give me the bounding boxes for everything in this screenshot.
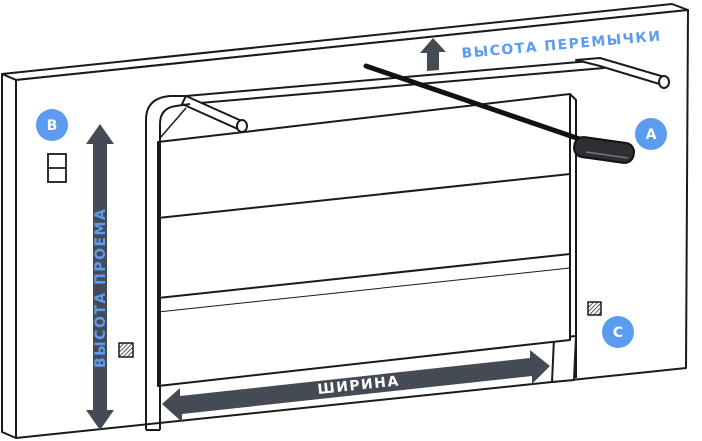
lintel-height-arrow <box>420 38 446 71</box>
badge-c: C <box>602 316 634 348</box>
badge-c-circle <box>602 316 634 348</box>
guide-rail-inner <box>159 103 191 430</box>
right-rail-end <box>658 75 670 89</box>
dimension-arrows <box>86 38 550 430</box>
opening-height-label: ВЫСОТА ПРОЕМА <box>93 208 109 368</box>
left-guide-rail <box>145 95 191 431</box>
wall-side-face <box>1 73 17 439</box>
opening-height-arrow <box>86 124 114 430</box>
door-panel <box>157 93 571 387</box>
panel-seam-2 <box>157 253 571 299</box>
panel-seam-1 <box>157 173 571 219</box>
badge-b-text: B <box>47 118 58 134</box>
right-jamb <box>551 335 577 383</box>
badge-b-circle <box>36 109 68 141</box>
badge-a-circle <box>635 118 667 150</box>
opener-motor-highlight <box>585 151 629 159</box>
badge-b: B <box>36 109 68 141</box>
left-rail-end <box>236 119 248 133</box>
wall-switch-b <box>47 153 67 183</box>
hatched-marker-left <box>118 342 134 358</box>
door-leaf <box>157 93 571 387</box>
badge-a: A <box>635 118 667 150</box>
guide-rail-outer <box>145 95 186 430</box>
width-arrow <box>162 350 550 422</box>
door-opener <box>363 63 635 164</box>
hatched-marker-right <box>587 301 602 316</box>
badge-c-text: C <box>613 325 623 341</box>
panel-seam-3 <box>157 267 571 313</box>
door-opening <box>551 93 577 383</box>
guide-rail-brace <box>159 107 187 139</box>
badge-a-text: A <box>646 127 657 143</box>
opening-reveal <box>569 93 577 378</box>
opener-rail <box>363 63 603 149</box>
